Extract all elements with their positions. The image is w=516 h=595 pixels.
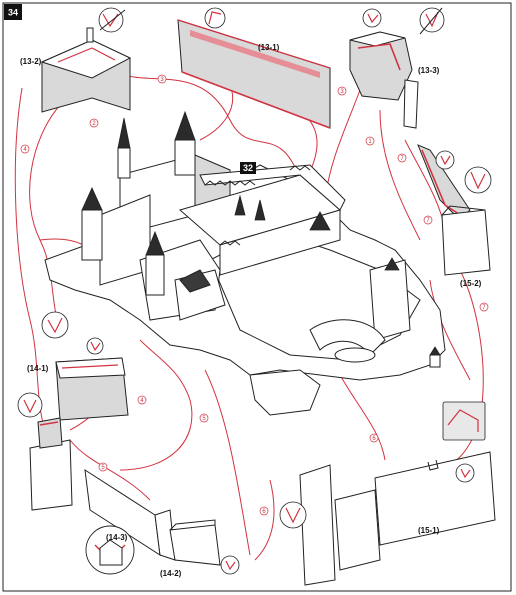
part-14-1: (14-1) [27, 357, 129, 421]
castle-model: 32 [44, 110, 446, 416]
step-marker: 1 [365, 136, 375, 146]
svg-text:2: 2 [92, 121, 96, 127]
svg-text:4: 4 [23, 147, 27, 153]
detail-callout [41, 311, 69, 339]
step-marker: 7 [423, 215, 433, 225]
step-marker: 5 [199, 413, 209, 423]
svg-text:4: 4 [140, 398, 144, 404]
svg-text:5: 5 [101, 465, 105, 471]
part-13-2: (13-2) [20, 27, 132, 113]
part-label-14-2: (14-2) [160, 569, 182, 578]
part-15-2: (15-2) [417, 144, 491, 288]
part-label-13-2: (13-2) [20, 57, 42, 66]
step-marker: 3 [157, 74, 167, 84]
detail-callout [17, 392, 43, 418]
part-label-13-3: (13-3) [418, 66, 440, 75]
step-marker: 7 [479, 302, 489, 312]
svg-text:6: 6 [372, 436, 376, 442]
part-13-1: (13-1) [177, 19, 331, 129]
detail-callout [419, 7, 445, 35]
step-marker: 4 [137, 395, 147, 405]
step-marker: 6 [369, 433, 379, 443]
svg-text:7: 7 [426, 218, 430, 224]
part-label-14-1: (14-1) [27, 364, 49, 373]
svg-text:3: 3 [160, 77, 164, 83]
detail-callout [204, 7, 226, 29]
step-marker: 7 [397, 153, 407, 163]
svg-text:7: 7 [482, 305, 486, 311]
svg-text:7: 7 [400, 156, 404, 162]
step-markers: 3 2 4 1 3 7 7 7 4 5 5 6 6 [20, 74, 489, 516]
step-marker: 2 [89, 118, 99, 128]
part-label-15-1: (15-1) [418, 526, 440, 535]
detail-callout [455, 463, 475, 483]
part-13-3: (13-3) [349, 31, 440, 129]
page-number-badge: 34 [4, 4, 22, 20]
step-marker: 6 [259, 506, 269, 516]
detail-callout [435, 150, 455, 170]
model-page-ref: 32 [243, 163, 253, 173]
part-14-3-callout: (14-3) [85, 525, 135, 575]
detail-callout [464, 166, 492, 194]
svg-text:3: 3 [340, 89, 344, 95]
part-label-14-3: (14-3) [106, 533, 128, 542]
detail-inset [442, 401, 486, 441]
svg-text:1: 1 [368, 139, 372, 145]
detail-callout [362, 8, 382, 28]
part-label-15-2: (15-2) [460, 279, 482, 288]
part-14-2: (14-2) [84, 469, 221, 578]
svg-text:6: 6 [262, 509, 266, 515]
part-label-13-1: (13-1) [258, 43, 280, 52]
svg-text:5: 5 [202, 416, 206, 422]
detail-callout [98, 7, 126, 33]
detail-callout [86, 337, 104, 355]
detail-callout [279, 501, 307, 529]
step-marker: 4 [20, 144, 30, 154]
detail-callout [220, 555, 240, 575]
page-number: 34 [8, 8, 18, 18]
part-14-1-lower [29, 417, 73, 511]
step-marker: 3 [337, 86, 347, 96]
step-marker: 5 [98, 462, 108, 472]
